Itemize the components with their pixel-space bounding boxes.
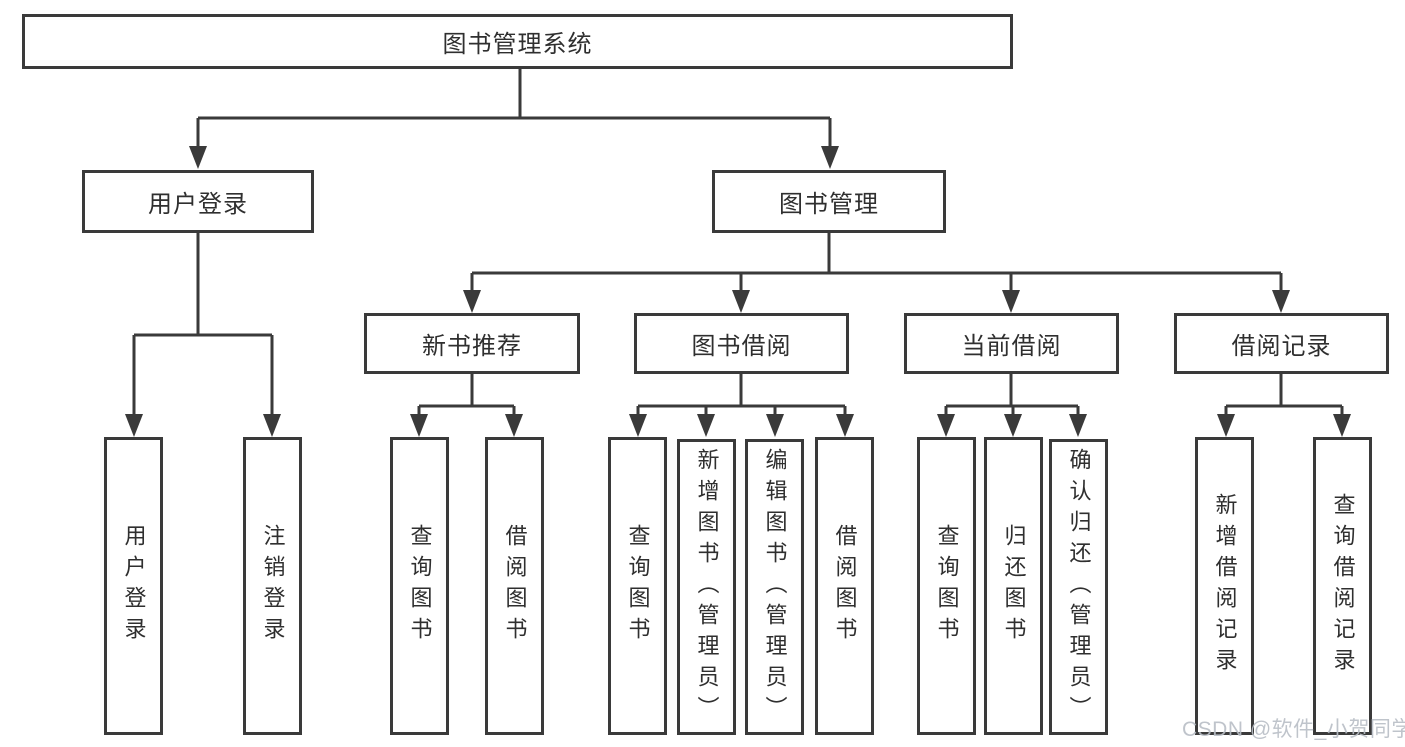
leaf-user-login: 用户登录 <box>104 437 163 735</box>
node-book-borrowing: 图书借阅 <box>634 313 849 374</box>
leaf-label: 编辑图书（管理员） <box>762 447 788 727</box>
leaf-query-books-recommend: 查询图书 <box>390 437 449 735</box>
leaf-add-books-admin: 新增图书（管理员） <box>677 439 736 735</box>
node-label: 图书借阅 <box>691 333 792 360</box>
node-library-management-system: 图书管理系统 <box>22 14 1013 69</box>
leaf-query-books-current: 查询图书 <box>917 437 976 735</box>
node-label: 借阅记录 <box>1231 333 1332 360</box>
node-borrowing-records: 借阅记录 <box>1174 313 1389 374</box>
leaf-borrow-books-recommend: 借阅图书 <box>485 437 544 735</box>
leaf-label: 查询图书 <box>407 524 433 648</box>
leaf-label: 查询借阅记录 <box>1330 493 1356 679</box>
leaf-add-borrow-record: 新增借阅记录 <box>1195 437 1254 735</box>
node-label: 图书管理 <box>779 191 879 218</box>
leaf-label: 新增图书（管理员） <box>694 447 720 727</box>
leaf-borrow-books-borrowing: 借阅图书 <box>815 437 874 735</box>
leaf-edit-books-admin: 编辑图书（管理员） <box>745 439 804 735</box>
leaf-label: 查询图书 <box>934 524 960 648</box>
watermark-text: CSDN @软件_小贺同学 <box>1182 718 1405 741</box>
leaf-label: 用户登录 <box>121 524 147 648</box>
leaf-label: 查询图书 <box>625 524 651 648</box>
node-label: 当前借阅 <box>961 333 1062 360</box>
leaf-label: 借阅图书 <box>832 524 858 648</box>
leaf-label: 借阅图书 <box>502 524 528 648</box>
node-label: 图书管理系统 <box>442 31 593 58</box>
leaf-label: 新增借阅记录 <box>1212 493 1238 679</box>
leaf-label: 确认归还（管理员） <box>1066 447 1092 727</box>
node-user-login: 用户登录 <box>82 170 314 233</box>
node-book-management: 图书管理 <box>712 170 946 233</box>
leaf-label: 归还图书 <box>1001 524 1027 648</box>
node-label: 用户登录 <box>148 191 248 218</box>
node-current-borrowing: 当前借阅 <box>904 313 1119 374</box>
node-label: 新书推荐 <box>422 333 522 360</box>
leaf-confirm-return-admin: 确认归还（管理员） <box>1049 439 1108 735</box>
leaf-label: 注销登录 <box>260 524 286 648</box>
leaf-logout: 注销登录 <box>243 437 302 735</box>
arrowhead-icons <box>125 146 1351 437</box>
node-new-book-recommend: 新书推荐 <box>364 313 580 374</box>
leaf-query-books-borrowing: 查询图书 <box>608 437 667 735</box>
leaf-return-books: 归还图书 <box>984 437 1043 735</box>
leaf-query-borrow-record: 查询借阅记录 <box>1313 437 1372 735</box>
